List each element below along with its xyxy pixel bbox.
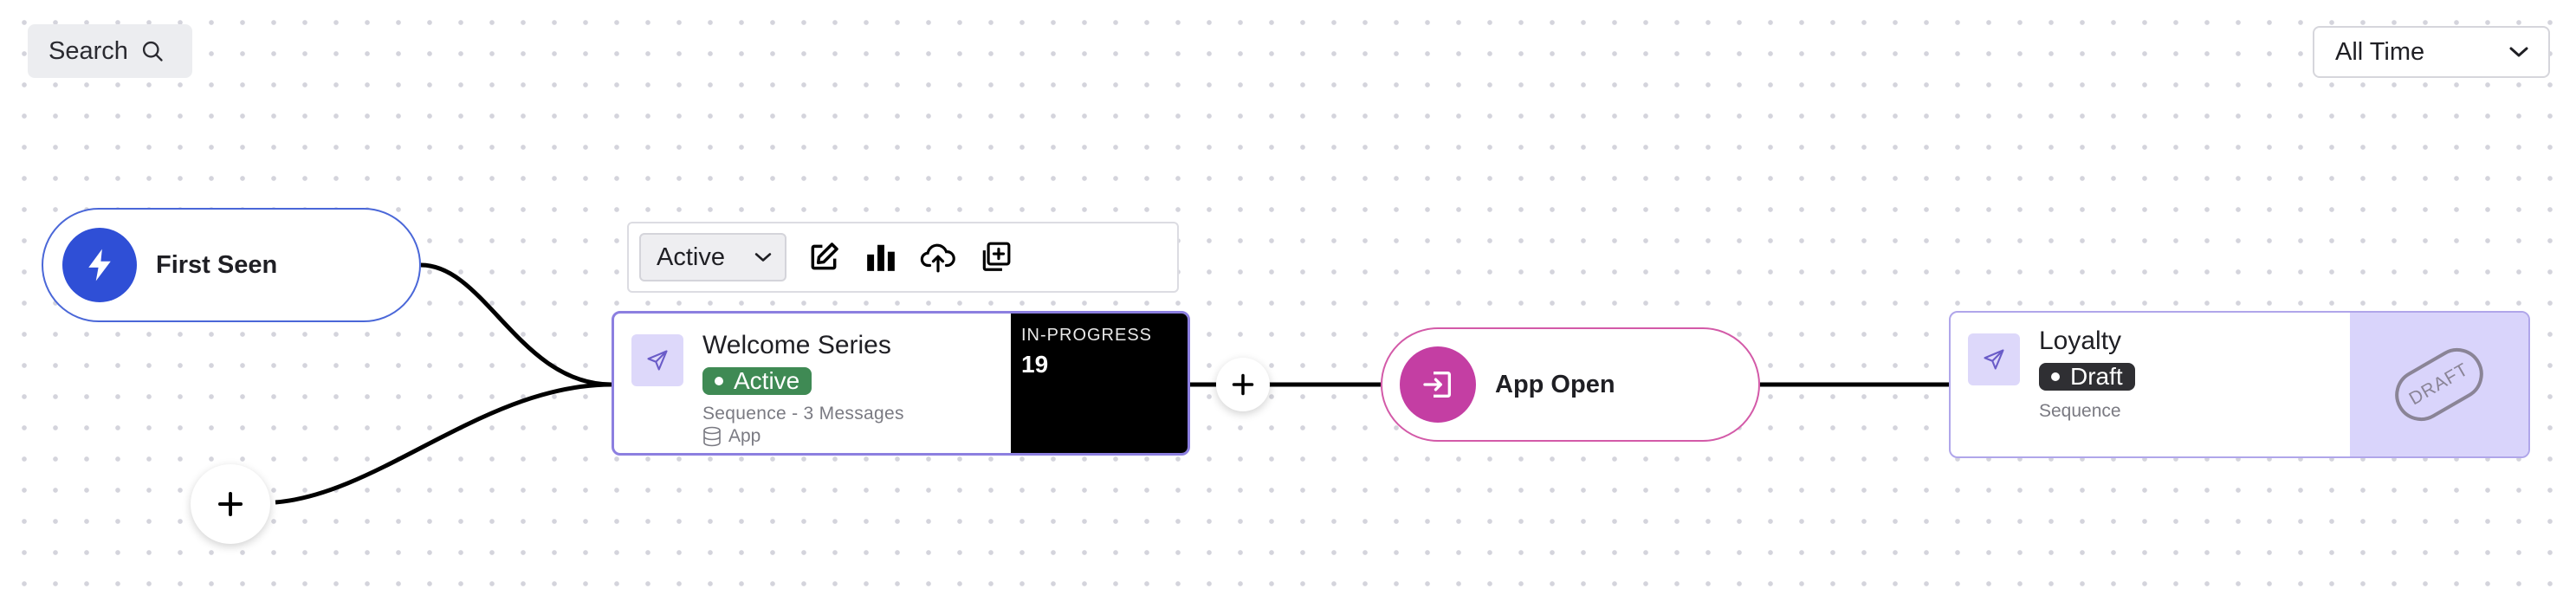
draft-stamp-area: DRAFT xyxy=(2350,313,2528,456)
duplicate-icon[interactable] xyxy=(975,237,1015,277)
stat-label: IN-PROGRESS xyxy=(1021,326,1153,345)
in-progress-stat: IN-PROGRESS 19 xyxy=(1011,314,1188,453)
chevron-down-icon xyxy=(2508,45,2529,59)
plus-icon xyxy=(217,490,244,518)
sequence-subtitle: Sequence - 3 Messages xyxy=(702,404,904,424)
sequence-title: Welcome Series xyxy=(702,331,891,359)
add-step-button[interactable] xyxy=(1216,358,1270,411)
sequence-channel: App xyxy=(702,426,761,447)
send-icon xyxy=(631,334,683,386)
status-badge-label: Draft xyxy=(2070,363,2123,390)
sequence-title: Loyalty xyxy=(2039,327,2122,355)
bar-chart-icon[interactable] xyxy=(861,237,901,277)
trigger-node-first-seen[interactable]: First Seen xyxy=(42,208,421,322)
draft-stamp: DRAFT xyxy=(2385,339,2493,430)
channel-label: App xyxy=(728,426,761,446)
add-trigger-button[interactable] xyxy=(191,464,270,544)
time-range-select[interactable]: All Time xyxy=(2313,26,2550,78)
search-label: Search xyxy=(49,36,128,65)
status-dot xyxy=(2051,372,2060,381)
node-toolbar: Active xyxy=(627,222,1179,293)
lightning-icon xyxy=(62,228,137,302)
cloud-upload-icon[interactable] xyxy=(918,237,958,277)
status-badge-label: Active xyxy=(734,367,800,394)
search-icon xyxy=(140,39,165,63)
status-dot xyxy=(715,377,723,385)
database-icon xyxy=(702,426,722,447)
trigger-label: First Seen xyxy=(156,250,278,279)
status-select-value: Active xyxy=(657,243,725,271)
send-icon xyxy=(1968,333,2020,385)
status-badge: Draft xyxy=(2039,363,2135,391)
status-badge: Active xyxy=(702,367,812,395)
sequence-subtitle: Sequence xyxy=(2039,401,2121,421)
search-button[interactable]: Search xyxy=(28,24,192,78)
sequence-node-loyalty[interactable]: Loyalty Draft Sequence DRAFT xyxy=(1949,311,2530,458)
sequence-node-welcome-series[interactable]: Welcome Series Active Sequence - 3 Messa… xyxy=(612,311,1190,456)
enter-icon xyxy=(1400,346,1476,423)
chevron-down-icon xyxy=(754,251,773,263)
event-label: App Open xyxy=(1495,370,1615,398)
stat-value: 19 xyxy=(1021,351,1049,378)
edit-icon[interactable] xyxy=(804,237,844,277)
status-select[interactable]: Active xyxy=(639,233,786,281)
plus-icon xyxy=(1231,372,1255,397)
time-range-value: All Time xyxy=(2335,37,2425,66)
event-node-app-open[interactable]: App Open xyxy=(1381,327,1760,442)
